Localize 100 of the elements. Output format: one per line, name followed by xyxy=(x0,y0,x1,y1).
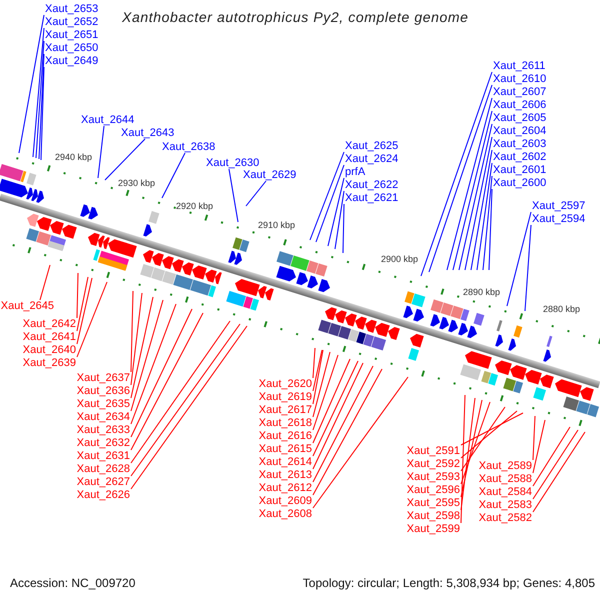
leader-line xyxy=(460,398,476,510)
leader-line xyxy=(488,188,492,270)
gene-label: Xaut_2584 xyxy=(478,486,532,498)
gene-label: Xaut_2611 xyxy=(493,60,546,72)
gene-label: Xaut_2649 xyxy=(45,55,98,67)
gene-label: Xaut_2582 xyxy=(478,512,532,524)
scale-label: 2890 kbp xyxy=(463,287,500,297)
gene-label: Xaut_2625 xyxy=(345,140,398,152)
gene-label: Xaut_2593 xyxy=(406,471,460,483)
gene-label: Xaut_2652 xyxy=(45,16,98,28)
gene-label: Xaut_2612 xyxy=(258,482,312,494)
gene-label: Xaut_2642 xyxy=(22,318,76,330)
gene-label: Xaut_2620 xyxy=(258,378,312,390)
leader-line xyxy=(328,178,344,246)
scale-label: 2910 kbp xyxy=(258,220,296,230)
leader-line xyxy=(98,126,104,178)
leader-line xyxy=(130,320,230,464)
leader-line xyxy=(312,366,374,482)
leader-line xyxy=(104,138,146,180)
leader-line xyxy=(162,152,186,198)
gene-label: Xaut_2589 xyxy=(478,460,532,472)
leader-line xyxy=(476,162,492,270)
leader-line xyxy=(312,376,408,508)
leader-line xyxy=(420,72,492,276)
leader-line xyxy=(76,272,78,318)
scale-label: 2930 kbp xyxy=(118,178,156,188)
gene-label: Xaut_2591 xyxy=(406,445,460,457)
gene-label: Xaut_2633 xyxy=(76,424,130,436)
gene-label: Xaut_2650 xyxy=(45,42,98,54)
leader-line xyxy=(312,362,364,470)
gene-label: Xaut_2645 xyxy=(0,300,54,312)
leader-line xyxy=(460,402,490,484)
gene-label: Xaut_2634 xyxy=(76,411,130,423)
leader-line xyxy=(532,416,536,460)
leader-line xyxy=(446,98,492,270)
gene-label: Xaut_2601 xyxy=(493,164,546,176)
gene-label: Xaut_2592 xyxy=(406,458,460,470)
leader-line xyxy=(532,420,546,474)
gene-label: Xaut_2622 xyxy=(345,179,398,191)
gene-label: Xaut_2624 xyxy=(345,153,398,165)
leader-line xyxy=(76,282,108,358)
leader-line xyxy=(36,40,44,158)
leader-line xyxy=(506,212,532,306)
leader-line xyxy=(428,84,492,272)
leader-line xyxy=(130,290,134,372)
gene-label: Xaut_2607 xyxy=(493,86,546,98)
gene-label: Xaut_2631 xyxy=(76,450,130,462)
gene-label: Xaut_2619 xyxy=(258,391,312,403)
leader-line xyxy=(40,264,50,300)
leader-line xyxy=(532,430,578,500)
leader-line xyxy=(312,350,324,404)
gene-label: Xaut_2628 xyxy=(76,463,130,475)
leader-line xyxy=(130,296,154,398)
gene-label: Xaut_2640 xyxy=(22,344,76,356)
leader-line xyxy=(464,136,492,270)
leader-line xyxy=(246,180,266,206)
leader-line xyxy=(18,14,44,154)
gene-label: Xaut_2594 xyxy=(532,213,586,225)
leader-line xyxy=(312,348,316,378)
scale-label: 2900 kbp xyxy=(381,254,418,264)
gene-label: Xaut_2618 xyxy=(258,417,312,429)
gene-label: Xaut_2636 xyxy=(76,385,130,397)
leader-line xyxy=(458,124,492,270)
leader-line xyxy=(32,28,44,158)
gene-label: Xaut_2635 xyxy=(76,398,130,410)
leader-line xyxy=(312,360,358,456)
gene-label: Xaut_2629 xyxy=(243,169,296,181)
leader-line xyxy=(130,308,192,438)
gene-label: Xaut_2606 xyxy=(493,99,546,111)
gene-label: Xaut_2627 xyxy=(76,476,130,488)
leader-line xyxy=(312,358,350,444)
scale-label: 2940 kbp xyxy=(55,152,92,162)
gene-label: Xaut_2609 xyxy=(258,495,312,507)
gene-label: Xaut_2599 xyxy=(406,523,460,535)
gene-label: Xaut_2643 xyxy=(121,127,174,139)
gene-label: Xaut_2644 xyxy=(81,114,134,126)
leader-line xyxy=(452,110,492,270)
gene-label: Xaut_2598 xyxy=(406,510,460,522)
leader-line xyxy=(312,352,330,418)
leader-line xyxy=(228,168,238,222)
leader-line xyxy=(40,66,44,160)
leader-line xyxy=(334,190,344,250)
gene-label: Xaut_2605 xyxy=(493,112,546,124)
leader-line xyxy=(470,150,492,270)
gene-label: Xaut_2604 xyxy=(493,125,546,137)
gene-label: Xaut_2616 xyxy=(258,430,312,442)
gene-label: Xaut_2595 xyxy=(406,497,460,509)
gene-label: Xaut_2653 xyxy=(45,3,98,15)
gene-label: Xaut_2610 xyxy=(493,73,546,85)
leader-line xyxy=(524,224,532,312)
leader-line xyxy=(130,292,142,386)
leader-line xyxy=(312,350,322,392)
gene-label: Xaut_2603 xyxy=(493,138,546,150)
leader-line xyxy=(532,432,586,512)
leader-line xyxy=(76,278,92,344)
leader-line xyxy=(310,152,344,240)
gene-label: Xaut_2597 xyxy=(532,200,586,212)
gene-label: Xaut_2638 xyxy=(162,141,216,153)
footer-text: Topology: circular; Length: 5,308,934 bp; Genes: 4,805 xyxy=(302,576,595,590)
gene-label: Xaut_2626 xyxy=(76,489,130,501)
